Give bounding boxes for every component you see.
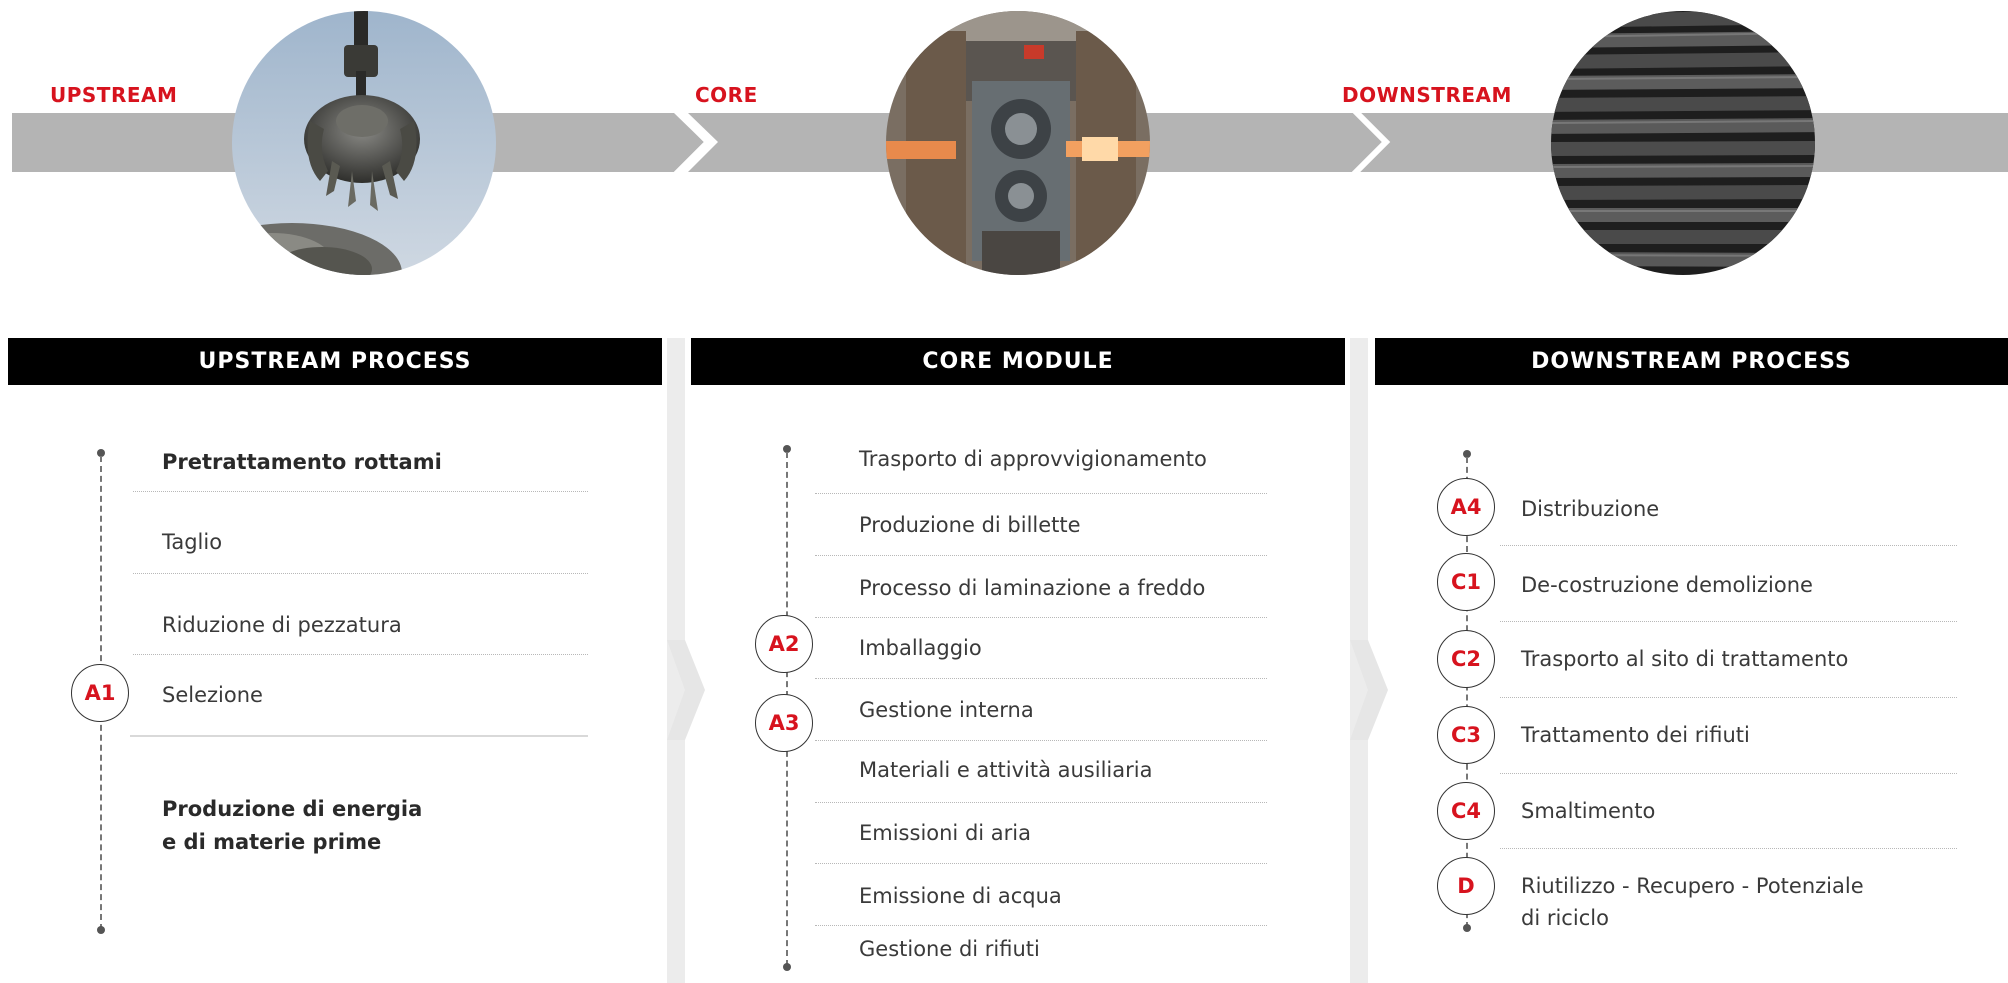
timeline-end-dot (1463, 924, 1471, 932)
rebar-bundle-photo (1551, 11, 1815, 275)
chevron-divider-2 (1351, 107, 1391, 177)
list-item: Emissione di acqua (859, 884, 1062, 908)
timeline-start-dot (783, 445, 791, 453)
list-item: Materiali e attività ausiliaria (859, 758, 1153, 782)
header-downstream-process: DOWNSTREAM PROCESS (1375, 338, 2008, 385)
separator (1500, 697, 1957, 698)
stage-label-upstream: UPSTREAM (50, 83, 178, 107)
list-item: di riciclo (1521, 906, 1609, 930)
separator (815, 555, 1267, 556)
badge-A4: A4 (1437, 478, 1495, 536)
list-item: Selezione (162, 683, 263, 707)
badge-A2: A2 (755, 615, 813, 673)
list-item: Riduzione di pezzatura (162, 613, 402, 637)
list-item: Produzione di billette (859, 513, 1081, 537)
list-item: Taglio (162, 530, 223, 554)
separator (815, 493, 1267, 494)
timeline-start-dot (1463, 450, 1471, 458)
separator (133, 573, 588, 574)
separator (1500, 621, 1957, 622)
badge-C3: C3 (1437, 706, 1495, 764)
separator (815, 617, 1267, 618)
badge-C2: C2 (1437, 630, 1495, 688)
header-upstream-process: UPSTREAM PROCESS (8, 338, 662, 385)
list-item: Trasporto di approvvigionamento (859, 447, 1207, 471)
separator (815, 925, 1267, 926)
list-item: Pretrattamento rottami (162, 450, 442, 474)
header-core-module: CORE MODULE (691, 338, 1345, 385)
separator (133, 491, 588, 492)
timeline-line (1466, 457, 1468, 928)
badge-D: D (1437, 857, 1495, 915)
list-item: Gestione interna (859, 698, 1034, 722)
footer-line: e di materie prime (162, 830, 382, 854)
footer-line: Produzione di energia (162, 797, 423, 821)
separator (1500, 848, 1957, 849)
stage-label-core: CORE (695, 83, 758, 107)
rolling-mill-photo (886, 11, 1150, 275)
timeline-end-dot (97, 926, 105, 934)
list-item: Smaltimento (1521, 799, 1656, 823)
separator (815, 863, 1267, 864)
separator (130, 735, 588, 737)
process-arrow-band (12, 107, 2008, 177)
list-item: Gestione di rifiuti (859, 937, 1040, 961)
separator (815, 678, 1267, 679)
separator (1500, 773, 1957, 774)
list-item: Distribuzione (1521, 497, 1660, 521)
list-item: Trasporto al sito di trattamento (1521, 647, 1849, 671)
separator (815, 740, 1267, 741)
badge-C4: C4 (1437, 782, 1495, 840)
list-item: Riutilizzo - Recupero - Potenziale (1521, 874, 1864, 898)
scrap-grapple-photo (232, 11, 496, 275)
list-item: Processo di laminazione a freddo (859, 576, 1206, 600)
list-item: De-costruzione demolizione (1521, 573, 1813, 597)
timeline-start-dot (97, 449, 105, 457)
badge-C1: C1 (1437, 553, 1495, 611)
divider-chevron-left (667, 640, 705, 740)
separator (133, 654, 588, 655)
list-item: Trattamento dei rifiuti (1521, 723, 1750, 747)
stage-label-downstream: DOWNSTREAM (1342, 83, 1512, 107)
separator (1500, 545, 1957, 546)
badge-A3: A3 (755, 694, 813, 752)
chevron-divider-1 (673, 107, 713, 177)
badge-A1: A1 (71, 664, 129, 722)
divider-chevron-right (1350, 640, 1388, 740)
list-item: Emissioni di aria (859, 821, 1031, 845)
list-item: Imballaggio (859, 636, 982, 660)
timeline-end-dot (783, 963, 791, 971)
separator (815, 802, 1267, 803)
